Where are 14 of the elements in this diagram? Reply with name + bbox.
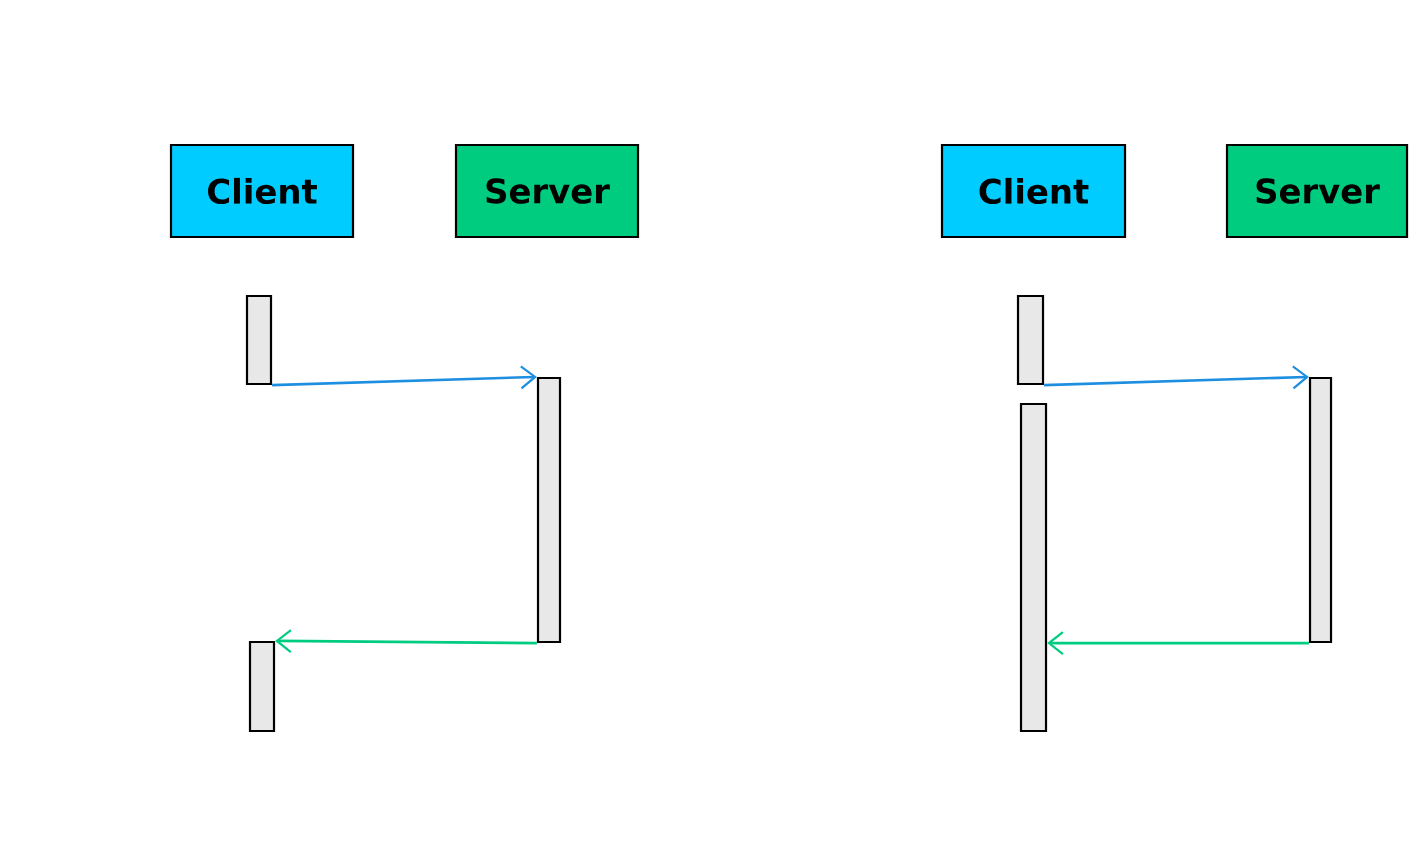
arrow (1044, 365, 1309, 390)
lifeline-header-box: Client (169, 143, 355, 239)
activation-bar (1308, 376, 1333, 644)
activation-bar (536, 376, 562, 644)
activation-bar (1019, 402, 1048, 733)
lifeline-header-box: Client (940, 143, 1127, 239)
lifeline-header-box: Server (454, 143, 640, 239)
lifeline-header-box: Server (1225, 143, 1409, 239)
activation-bar (1016, 294, 1045, 386)
arrow (275, 629, 537, 653)
activation-bar (248, 640, 276, 733)
arrow (272, 365, 537, 390)
arrow (1047, 631, 1309, 655)
activation-bar (245, 294, 273, 386)
